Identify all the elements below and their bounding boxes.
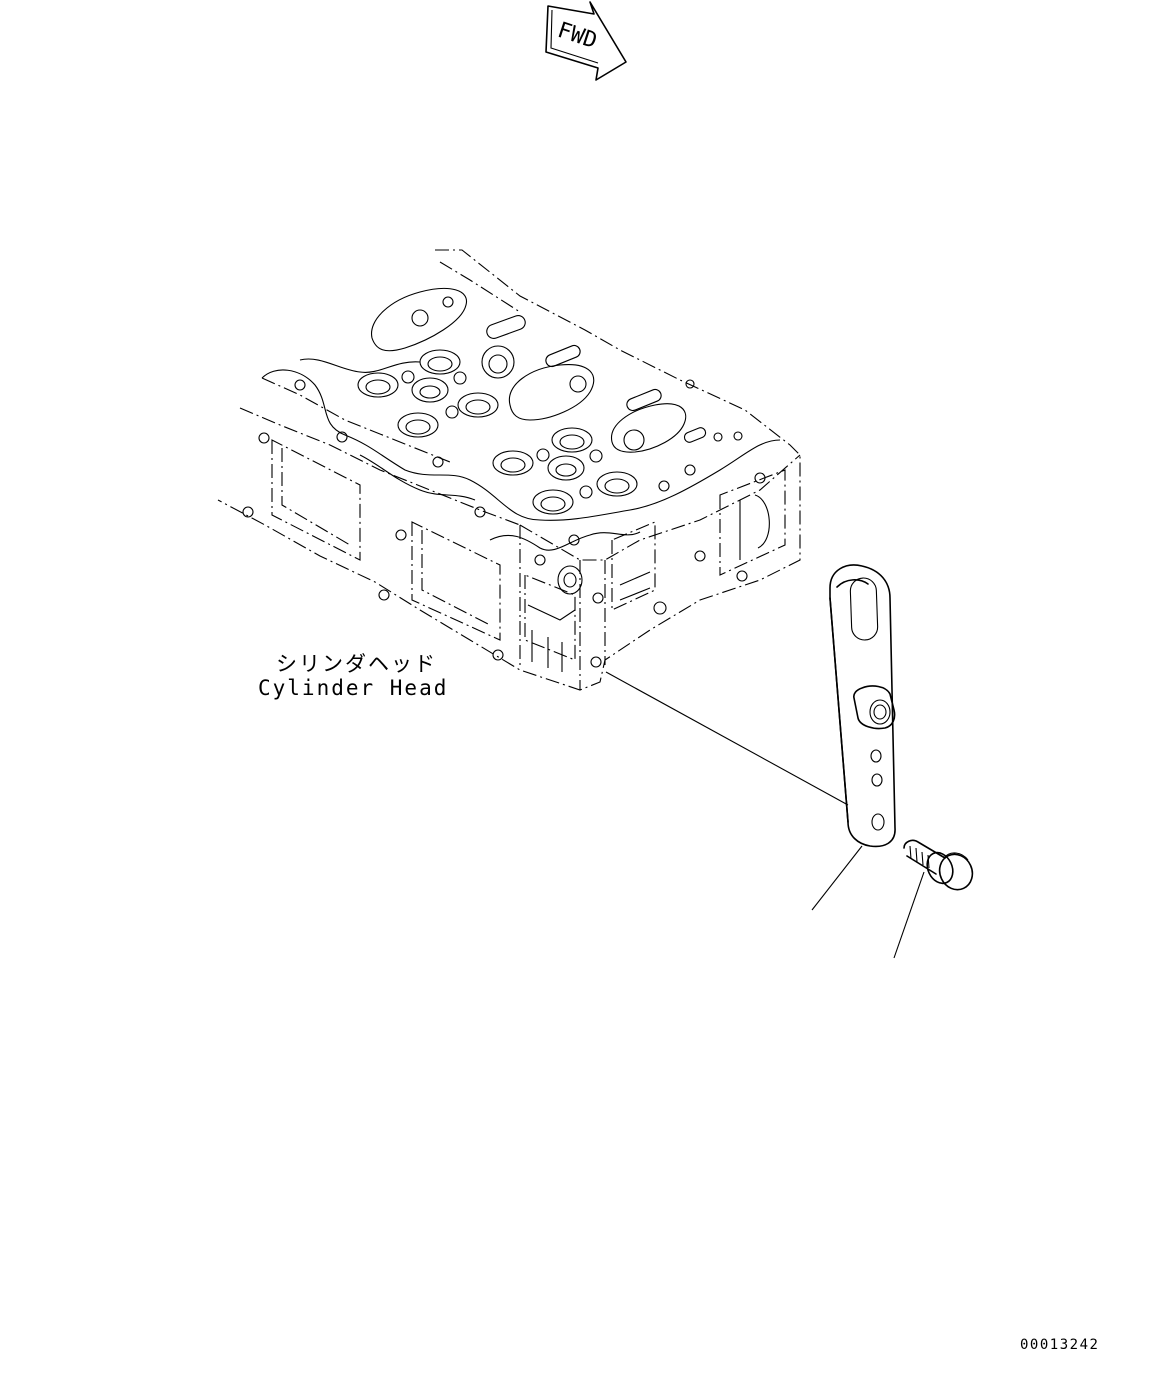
fwd-label: FWD bbox=[554, 18, 600, 54]
cylinder-head-outline bbox=[217, 249, 801, 691]
hanger-bracket bbox=[829, 564, 896, 848]
figure-number: 00013242 bbox=[1020, 1337, 1100, 1353]
valve-seats-cylinder-2 bbox=[492, 427, 638, 515]
fwd-arrow-icon: FWD bbox=[545, 1, 627, 81]
cylinder-head-label-en: Cylinder Head bbox=[258, 676, 449, 700]
cylinder-head-label-jp: シリンダヘッド bbox=[276, 652, 437, 676]
valve-seats-cylinder-1 bbox=[357, 345, 515, 438]
flange-bolt bbox=[903, 839, 974, 891]
leader-lines bbox=[605, 671, 925, 959]
